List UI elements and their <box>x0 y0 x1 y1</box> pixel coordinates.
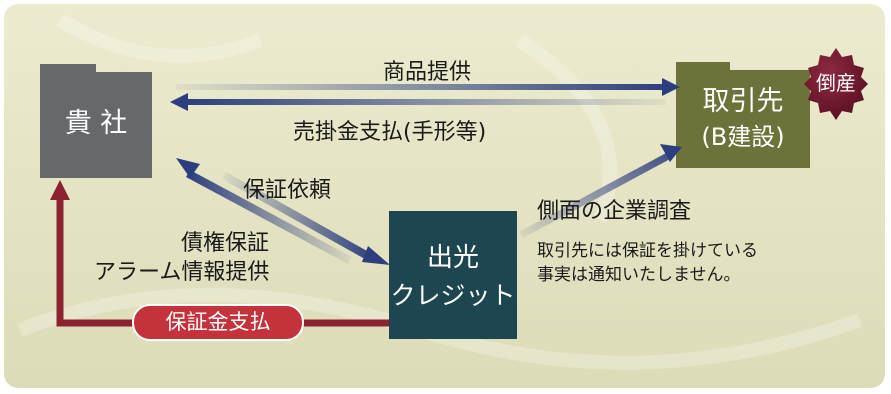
debt-guarantee-label: 債権保証 <box>181 231 270 256</box>
credit-company-box <box>389 211 517 339</box>
client-sub-label: (B建設) <box>701 123 785 151</box>
client-box <box>676 62 810 168</box>
goods-label: 商品提供 <box>383 60 472 85</box>
payment-label: 売掛金支払(手形等) <box>293 120 487 145</box>
goods-arrow <box>176 78 680 96</box>
bankruptcy-badge <box>804 48 868 120</box>
notice-line1: 取引先には保証を掛けている <box>537 241 758 261</box>
company-label: 貴 社 <box>64 108 128 139</box>
guarantee-payment-label: 保証金支払 <box>165 310 271 334</box>
bankruptcy-label: 倒産 <box>816 71 856 95</box>
guarantee-request-label: 保証依頼 <box>243 178 332 203</box>
notice-line2: 事実は通知いたしません。 <box>537 265 741 285</box>
guarantee-request-arrow <box>222 172 390 265</box>
alarm-info-label: アラーム情報提供 <box>94 260 270 285</box>
guarantee-payment-pill <box>132 304 304 341</box>
credit-company-line1: 出光 <box>426 243 479 273</box>
alarm-info-arrow <box>176 158 352 264</box>
client-name-label: 取引先 <box>702 86 784 117</box>
company-box <box>40 64 152 178</box>
investigation-label: 側面の企業調査 <box>537 199 692 224</box>
investigation-arrow <box>519 144 682 238</box>
credit-company-line2: クレジット <box>390 281 516 310</box>
payment-arrow <box>170 93 666 111</box>
